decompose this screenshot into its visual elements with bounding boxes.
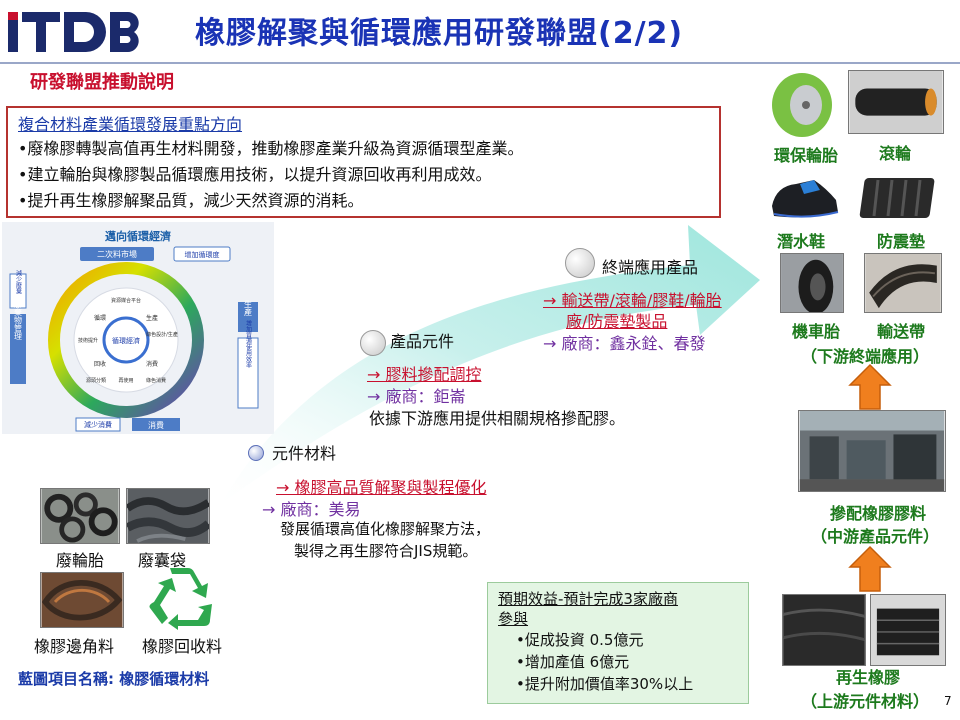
raw-material-label: 廢輪胎 [55, 551, 104, 570]
recycled-rubber-block-photo [870, 594, 946, 666]
cycle-node: 資源媒合平台 [111, 297, 141, 304]
up-arrow-icon [848, 545, 892, 592]
header-divider [0, 62, 960, 64]
cycle-center: 循環經濟 [112, 336, 140, 345]
cycle-node: 再使用 [118, 377, 133, 384]
cycle-node: 回收 [94, 360, 106, 368]
product-label: 輸送帶 [876, 322, 925, 341]
cycle-bottom: 消費 [148, 420, 164, 430]
product-process-line: → 膠料摻配調控 [367, 365, 482, 384]
midstream-name: 摻配橡膠膠料 [829, 504, 926, 523]
recycled-rubber-sheet-photo [782, 594, 866, 666]
raw-material-label: 橡膠邊角料 [33, 637, 114, 656]
benefit-item: •促成投資 0.5億元 [516, 631, 644, 649]
project-name: 藍圖項目名稱: 橡膠循環材料 [18, 670, 210, 688]
compounding-factory-photo [798, 410, 946, 492]
eco-tire-photo [762, 70, 842, 140]
page-title: 橡膠解聚與循環應用研發聯盟(2/2) [195, 16, 684, 51]
cycle-node: 生產 [146, 314, 158, 322]
roller-photo [848, 70, 944, 134]
stage-marker [248, 445, 264, 461]
upstream-name: 再生橡膠 [835, 668, 900, 687]
cycle-node: 綠色消費 [146, 377, 166, 384]
cycle-node: 循環 [94, 314, 106, 322]
cycle-market: 二次料市場 [97, 249, 137, 259]
benefit-title-cont: 參與 [498, 610, 529, 628]
cycle-node: 源頭分類 [86, 377, 106, 384]
benefit-item: •提升附加價值率30%以上 [516, 675, 694, 693]
stage-marker [565, 248, 595, 278]
component-vendor: → 廠商：美易 [262, 500, 361, 519]
dive-shoe-photo [766, 170, 842, 224]
cycle-title: 邁向循環經濟 [105, 229, 171, 243]
itdb-logo [8, 12, 139, 52]
product-label: 滾輪 [878, 144, 911, 163]
section-heading: 研發聯盟推動說明 [30, 72, 174, 93]
rubber-scrap-photo [40, 572, 124, 628]
terminal-products-line2: 廠/防震墊製品 [566, 312, 668, 331]
cycle-increase: 增加循環度 [185, 250, 220, 259]
component-description: 發展循環高值化橡膠解聚方法， [280, 520, 491, 538]
cycle-bottom-left: 減少消費 [84, 420, 112, 429]
direction-item: •提升再生橡膠解聚品質，減少天然資源的消耗。 [18, 191, 364, 210]
anti-vibration-pad-photo [858, 170, 944, 224]
raw-material-label: 橡膠回收料 [141, 637, 222, 656]
benefit-title: 預期效益-預計完成3家廠商 [498, 590, 678, 608]
direction-item: •廢橡膠轉製高值再生材料開發，推動橡膠產業升級為資源循環型產業。 [18, 139, 524, 158]
product-vendor: → 廠商：鉅崙 [367, 387, 466, 406]
product-stage-title: 產品元件 [390, 332, 455, 351]
product-description: 依據下游應用提供相關規格摻配膠。 [369, 409, 626, 428]
circular-economy-diagram: 邁向循環經濟 二次料市場 增加循環度 減少廢棄 廢棄物管理 生產 增加資源使用效… [2, 222, 274, 434]
component-stage-title: 元件材料 [272, 444, 337, 463]
raw-material-label: 廢囊袋 [137, 551, 186, 570]
cycle-right-top: 生產 [244, 299, 253, 317]
waste-bladder-photo [126, 488, 210, 544]
product-label: 環保輪胎 [773, 146, 838, 165]
product-label: 機車胎 [791, 322, 840, 341]
terminal-vendor: → 廠商：鑫永銓、春發 [543, 334, 706, 353]
cycle-right-main: 增加資源使用效率 [245, 319, 252, 369]
up-arrow-icon [848, 363, 892, 410]
component-process-line: → 橡膠高品質解聚與製程優化 [276, 478, 487, 497]
direction-box: 複合材料產業循環發展重點方向 •廢橡膠轉製高值再生材料開發，推動橡膠產業升級為資… [6, 106, 721, 218]
direction-item: •建立輪胎與橡膠製品循環應用技術，以提升資源回收再利用成效。 [18, 165, 492, 184]
direction-title: 複合材料產業循環發展重點方向 [18, 115, 243, 134]
waste-tire-photo [40, 488, 120, 544]
benefit-box: 預期效益-預計完成3家廠商 參與 •促成投資 0.5億元 •增加產值 6億元 •… [487, 582, 749, 704]
product-label: 潛水鞋 [776, 232, 825, 251]
benefit-item: •增加產值 6億元 [516, 653, 630, 671]
midstream-label: （中游產品元件） [810, 527, 939, 546]
cycle-node: 消費 [146, 360, 158, 368]
cycle-node: 綠色設計/生產 [146, 331, 178, 338]
terminal-stage-title: 終端應用產品 [602, 258, 699, 277]
value-chain-arrow [220, 225, 760, 505]
upstream-label: （上游元件材料） [800, 692, 929, 711]
recycle-icon [149, 568, 212, 630]
motorcycle-tire-photo [780, 253, 844, 313]
cycle-node: 技術提升 [78, 337, 98, 344]
conveyor-belt-photo [864, 253, 942, 313]
product-label: 防震墊 [876, 232, 925, 251]
stage-marker [360, 330, 386, 356]
page-number: 7 [944, 694, 952, 708]
cycle-left-main: 廢棄物管理 [14, 299, 23, 340]
cycle-left-side: 減少廢棄 [15, 269, 22, 295]
terminal-products-line: → 輸送帶/滾輪/膠鞋/輪胎 [543, 291, 722, 310]
component-description: 製得之再生膠符合JIS規範。 [294, 542, 478, 560]
downstream-label: （下游終端應用） [800, 347, 929, 366]
